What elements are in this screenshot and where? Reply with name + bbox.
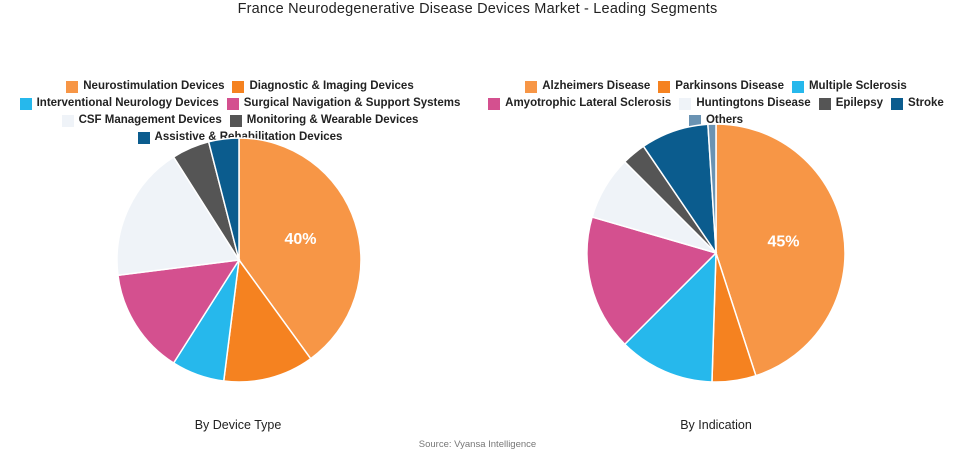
legend-swatch: [229, 114, 242, 127]
legend-label: Diagnostic & Imaging Devices: [249, 80, 414, 92]
legend-swatch: [61, 114, 74, 127]
legend-label: Multiple Sclerosis: [808, 80, 907, 92]
legend-item-parkinsons-disease: Parkinsons Disease: [658, 79, 784, 94]
legend-item-interventional-neurology-devices: Interventional Neurology Devices: [19, 96, 219, 111]
legend-swatch: [525, 80, 538, 93]
source-note: Source: Vyansa Intelligence: [418, 439, 537, 450]
legend-item-others: Others: [688, 113, 744, 128]
legend-item-huntingtons-disease: Huntingtons Disease: [679, 96, 811, 111]
legend-item-multiple-sclerosis: Multiple Sclerosis: [791, 79, 907, 94]
pie-slice-amyotrophic-lateral-sclerosis: [586, 216, 718, 346]
legend-swatch: [232, 80, 245, 93]
legend-label: Parkinsons Disease: [675, 80, 784, 92]
pie-slice-others: [707, 123, 717, 254]
legend-label: Assistive & Rehabilitation Devices: [154, 131, 343, 143]
legend-item-amyotrophic-lateral-sclerosis: Amyotrophic Lateral Sclerosis: [488, 96, 671, 111]
legend-label: Epilepsy: [835, 97, 884, 109]
legend-swatch: [488, 97, 501, 110]
legend-label: Amyotrophic Lateral Sclerosis: [505, 97, 672, 109]
pie-data-label: 45%: [767, 234, 799, 251]
legend-item-alzheimers-disease: Alzheimers Disease: [525, 79, 650, 94]
legend-swatch: [891, 97, 904, 110]
legend-label: Stroke: [908, 97, 944, 109]
legend-item-assistive-and-rehabilitation-devices: Assistive & Rehabilitation Devices: [137, 130, 343, 145]
device-type-legend: Neurostimulation Devices Diagnostic & Ima…: [10, 79, 470, 145]
legend-label: Alzheimers Disease: [542, 80, 651, 92]
pie-slice-surgical-navigation-and-support-systems: [117, 259, 241, 365]
legend-swatch: [818, 97, 831, 110]
device-type-caption: By Device Type: [194, 418, 282, 432]
indication-legend: Alzheimers Disease Parkinsons Disease Mult…: [488, 79, 944, 128]
legend-label: Neurostimulation Devices: [83, 80, 225, 92]
pie-slice-multiple-sclerosis: [623, 251, 717, 383]
pie-slice-alzheimers-disease: [715, 123, 846, 377]
legend-item-csf-management-devices: CSF Management Devices: [61, 113, 222, 128]
pie-slice-assistive-and-rehabilitation-devices: [207, 137, 240, 261]
legend-item-monitoring-and-wearable-devices: Monitoring & Wearable Devices: [229, 113, 419, 128]
legend-item-surgical-navigation-and-support-systems: Surgical Navigation & Support Systems: [226, 96, 461, 111]
legend-swatch: [688, 114, 701, 127]
legend-label: CSF Management Devices: [78, 114, 222, 126]
pie-slice-csf-management-devices: [116, 155, 241, 277]
chart-title: France Neurodegenerative Disease Devices…: [237, 1, 718, 17]
indication-caption: By Indication: [680, 418, 752, 432]
pie-slice-neurostimulation-devices: [238, 137, 362, 360]
pie-data-label: 40%: [284, 231, 316, 248]
legend-label: Others: [705, 114, 744, 126]
legend-item-stroke: Stroke: [891, 96, 944, 111]
legend-swatch: [679, 97, 692, 110]
legend-label: Interventional Neurology Devices: [36, 97, 219, 109]
legend-label: Surgical Navigation & Support Systems: [243, 97, 461, 109]
legend-swatch: [658, 80, 671, 93]
legend-swatch: [137, 131, 150, 144]
legend-item-epilepsy: Epilepsy: [818, 96, 884, 111]
legend-swatch: [19, 97, 32, 110]
legend-item-neurostimulation-devices: Neurostimulation Devices: [66, 79, 224, 94]
legend-label: Huntingtons Disease: [696, 97, 811, 109]
legend-swatch: [226, 97, 239, 110]
pie-slice-diagnostic-and-imaging-devices: [222, 258, 312, 383]
legend-label: Monitoring & Wearable Devices: [246, 114, 419, 126]
legend-swatch: [791, 80, 804, 93]
legend-item-diagnostic-and-imaging-devices: Diagnostic & Imaging Devices: [232, 79, 414, 94]
legend-swatch: [66, 80, 79, 93]
